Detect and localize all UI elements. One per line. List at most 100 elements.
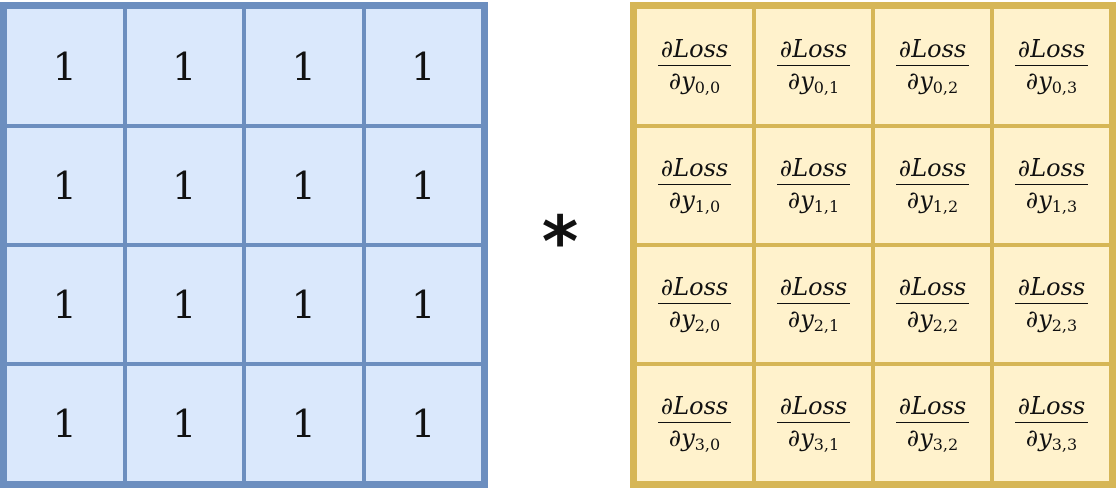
partial-derivative-fraction: ∂Loss∂y0,0 [657,36,732,97]
denominator-prefix: ∂y [668,66,695,95]
fraction-denominator: ∂y2,2 [904,304,961,335]
denominator-prefix: ∂y [787,185,814,214]
gradient-cell: ∂Loss∂y0,0 [635,7,754,126]
denominator-prefix: ∂y [668,423,695,452]
gradient-cell: ∂Loss∂y2,1 [754,245,873,364]
partial-derivative-fraction: ∂Loss∂y2,3 [1014,274,1089,335]
fraction-numerator: ∂Loss [895,155,970,185]
ones-matrix-cell: 1 [124,245,244,364]
fraction-denominator: ∂y0,0 [666,66,723,97]
ones-matrix-cell: 1 [124,364,244,483]
denominator-prefix: ∂y [787,304,814,333]
denominator-prefix: ∂y [906,185,933,214]
denominator-prefix: ∂y [1025,304,1052,333]
denominator-subscript: 2,3 [1051,315,1078,335]
fraction-numerator: ∂Loss [776,155,851,185]
ones-matrix-cell: 1 [363,364,483,483]
fraction-denominator: ∂y3,3 [1023,423,1080,454]
partial-derivative-fraction: ∂Loss∂y0,2 [895,36,970,97]
fraction-numerator: ∂Loss [657,393,732,423]
partial-derivative-fraction: ∂Loss∂y3,3 [1014,393,1089,454]
fraction-denominator: ∂y2,0 [666,304,723,335]
partial-derivative-fraction: ∂Loss∂y1,1 [776,155,851,216]
partial-derivative-fraction: ∂Loss∂y2,1 [776,274,851,335]
denominator-subscript: 3,0 [694,434,721,454]
fraction-denominator: ∂y3,2 [904,423,961,454]
partial-derivative-fraction: ∂Loss∂y1,0 [657,155,732,216]
fraction-numerator: ∂Loss [895,393,970,423]
gradient-cell: ∂Loss∂y1,2 [873,126,992,245]
fraction-denominator: ∂y0,3 [1023,66,1080,97]
fraction-numerator: ∂Loss [895,36,970,66]
ones-matrix-cell: 1 [363,7,483,126]
gradient-cell: ∂Loss∂y2,3 [992,245,1111,364]
partial-derivative-fraction: ∂Loss∂y0,3 [1014,36,1089,97]
denominator-subscript: 2,2 [932,315,959,335]
fraction-denominator: ∂y1,1 [785,185,842,216]
fraction-denominator: ∂y2,3 [1023,304,1080,335]
fraction-numerator: ∂Loss [776,393,851,423]
denominator-prefix: ∂y [1025,423,1052,452]
denominator-subscript: 2,0 [694,315,721,335]
denominator-prefix: ∂y [787,423,814,452]
gradient-cell: ∂Loss∂y2,2 [873,245,992,364]
fraction-denominator: ∂y2,1 [785,304,842,335]
ones-matrix-cell: 1 [363,245,483,364]
ones-matrix-cell: 1 [244,126,364,245]
partial-derivative-fraction: ∂Loss∂y3,1 [776,393,851,454]
gradient-cell: ∂Loss∂y0,2 [873,7,992,126]
denominator-prefix: ∂y [906,423,933,452]
fraction-numerator: ∂Loss [895,274,970,304]
fraction-numerator: ∂Loss [657,155,732,185]
denominator-subscript: 1,3 [1051,196,1078,216]
fraction-numerator: ∂Loss [1014,393,1089,423]
ones-matrix-cell: 1 [244,7,364,126]
fraction-numerator: ∂Loss [776,36,851,66]
fraction-numerator: ∂Loss [657,36,732,66]
gradient-cell: ∂Loss∂y3,2 [873,364,992,483]
fraction-numerator: ∂Loss [657,274,732,304]
denominator-prefix: ∂y [1025,66,1052,95]
denominator-subscript: 0,0 [694,77,721,97]
ones-matrix-cell: 1 [5,245,125,364]
denominator-subscript: 0,2 [932,77,959,97]
gradient-cell: ∂Loss∂y3,1 [754,364,873,483]
ones-matrix-cell: 1 [5,126,125,245]
fraction-numerator: ∂Loss [1014,274,1089,304]
partial-derivative-fraction: ∂Loss∂y3,0 [657,393,732,454]
denominator-subscript: 1,0 [694,196,721,216]
ones-matrix-cell: 1 [244,364,364,483]
partial-derivative-fraction: ∂Loss∂y2,0 [657,274,732,335]
fraction-denominator: ∂y0,1 [785,66,842,97]
denominator-subscript: 3,2 [932,434,959,454]
ones-matrix-cell: 1 [5,364,125,483]
denominator-prefix: ∂y [1025,185,1052,214]
partial-derivative-fraction: ∂Loss∂y3,2 [895,393,970,454]
ones-matrix-cell: 1 [124,7,244,126]
fraction-denominator: ∂y1,0 [666,185,723,216]
gradient-cell: ∂Loss∂y1,3 [992,126,1111,245]
fraction-numerator: ∂Loss [1014,155,1089,185]
denominator-prefix: ∂y [668,185,695,214]
gradient-cell: ∂Loss∂y1,1 [754,126,873,245]
gradient-cell: ∂Loss∂y0,3 [992,7,1111,126]
gradient-cell: ∂Loss∂y3,0 [635,364,754,483]
gradient-cell: ∂Loss∂y2,0 [635,245,754,364]
ones-matrix-cell: 1 [363,126,483,245]
partial-derivative-fraction: ∂Loss∂y0,1 [776,36,851,97]
denominator-subscript: 1,2 [932,196,959,216]
denominator-subscript: 1,1 [813,196,840,216]
denominator-prefix: ∂y [787,66,814,95]
gradient-cell: ∂Loss∂y3,3 [992,364,1111,483]
fraction-denominator: ∂y3,0 [666,423,723,454]
fraction-denominator: ∂y1,2 [904,185,961,216]
fraction-numerator: ∂Loss [1014,36,1089,66]
ones-matrix-cell: 1 [5,7,125,126]
fraction-denominator: ∂y1,3 [1023,185,1080,216]
gradient-cell: ∂Loss∂y1,0 [635,126,754,245]
convolution-operator: * [541,201,579,283]
partial-derivative-fraction: ∂Loss∂y1,3 [1014,155,1089,216]
gradient-cell: ∂Loss∂y0,1 [754,7,873,126]
denominator-subscript: 3,1 [813,434,840,454]
partial-derivative-fraction: ∂Loss∂y1,2 [895,155,970,216]
